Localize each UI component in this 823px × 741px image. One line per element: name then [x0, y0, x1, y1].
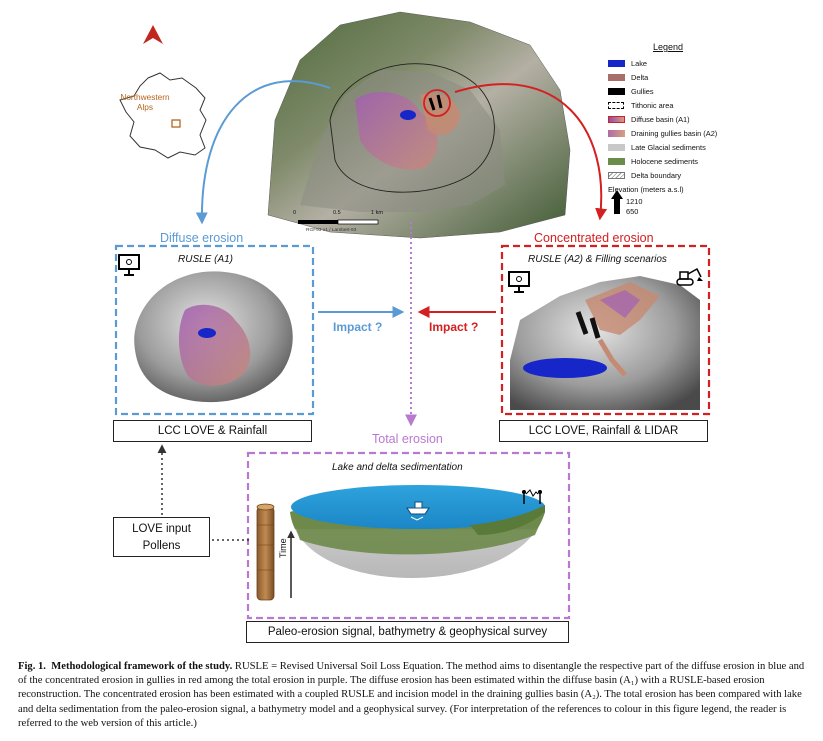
diffuse-model-label: RUSLE (A1)	[178, 254, 234, 265]
total-footer: Paleo-erosion signal, bathymetry & geoph…	[246, 621, 569, 643]
scale-bar-source: RGF93 v1 / Lambert-93	[306, 228, 357, 233]
computer-icon	[508, 271, 530, 293]
caption-heading: Methodological framework of the study.	[51, 661, 233, 672]
concentrated-title: Concentrated erosion	[534, 231, 654, 245]
concentrated-box	[500, 244, 711, 416]
scale-tick-2: 1 km	[371, 210, 383, 216]
lake-bowl-model	[290, 485, 545, 578]
terrain-3d-map	[267, 11, 571, 239]
survey-boat-icon	[406, 501, 430, 521]
map-legend: Legend Lake Delta Gullies Tithonic area …	[608, 42, 728, 217]
legend-item-delta: Delta	[608, 70, 728, 84]
excavator-icon	[676, 267, 703, 286]
legend-item-gullies: Gullies	[608, 84, 728, 98]
concentrated-basin-model	[510, 276, 700, 410]
time-label: Time	[278, 538, 288, 558]
scale-bar	[298, 219, 379, 225]
computer-icon	[118, 254, 140, 276]
arrow-to-diffuse	[195, 80, 331, 225]
love-input-box: LOVE input Pollens	[113, 517, 210, 557]
love-input-line1: LOVE input	[132, 523, 191, 535]
scale-tick-1: 0.5	[333, 210, 341, 216]
total-title: Total erosion	[372, 432, 443, 446]
legend-item-gullies-basin: Draining gullies basin (A2)	[608, 126, 728, 140]
arrow-to-concentrated	[454, 83, 608, 221]
total-subtitle: Lake and delta sedimentation	[332, 462, 463, 473]
legend-item-diffuse-basin: Diffuse basin (A1)	[608, 112, 728, 126]
legend-item-late-glacial: Late Glacial sediments	[608, 140, 728, 154]
inset-region-label: Northwestern Alps	[120, 92, 170, 112]
legend-item-lake: Lake	[608, 56, 728, 70]
legend-title: Legend	[652, 42, 684, 52]
france-map-inset	[119, 72, 207, 159]
legend-elevation-title: Elevation (meters a.s.l)	[608, 185, 684, 194]
total-box	[246, 451, 571, 620]
concentrated-model-label: RUSLE (A2) & Filling scenarios	[528, 254, 667, 265]
north-arrow-icon	[143, 25, 163, 44]
caption-text: RUSLE = Revised Universal Soil Loss Equa…	[18, 661, 805, 729]
love-input-line2: Pollens	[142, 540, 181, 552]
impact-label-diffuse: Impact ?	[333, 320, 383, 334]
figure-caption: Fig. 1. Methodological framework of the …	[18, 660, 808, 731]
caption-label: Fig. 1.	[18, 661, 46, 672]
legend-item-delta-boundary: Delta boundary	[608, 168, 728, 182]
impact-label-concentrated: Impact ?	[429, 320, 479, 334]
legend-elevation-max: 1210	[626, 197, 643, 206]
sediment-core-icon	[256, 503, 275, 601]
diffuse-box	[114, 244, 315, 416]
legend-item-holocene: Holocene sediments	[608, 154, 728, 168]
concentrated-footer: LCC LOVE, Rainfall & LIDAR	[499, 420, 708, 442]
legend-item-tithonic: Tithonic area	[608, 98, 728, 112]
diffuse-footer: LCC LOVE & Rainfall	[113, 420, 312, 442]
legend-elevation-min: 650	[626, 207, 639, 216]
geophysics-sensor-icon	[522, 489, 542, 504]
scale-tick-0: 0	[293, 210, 297, 216]
study-area-marker	[171, 119, 181, 128]
elevation-arrow-icon	[611, 190, 623, 214]
diagram-canvas	[114, 11, 711, 620]
diffuse-basin-model	[134, 271, 293, 403]
diffuse-title: Diffuse erosion	[160, 231, 244, 245]
